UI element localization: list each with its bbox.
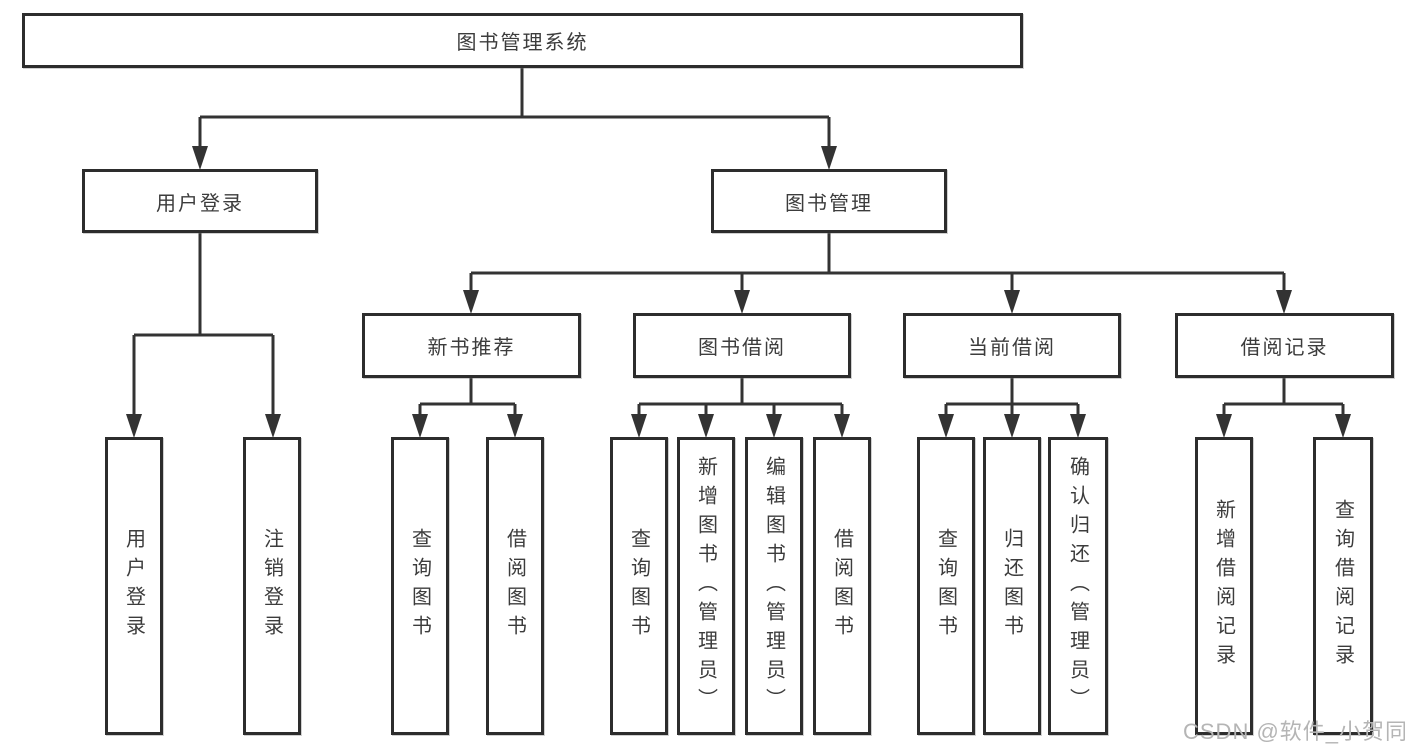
node-current-borrow-label: 当前借阅 (968, 337, 1056, 359)
leaf-add-borrow-record: 新增借阅记录 (1195, 437, 1253, 735)
leaf-query-borrow-record: 查询借阅记录 (1313, 437, 1373, 735)
node-book-management-label: 图书管理 (785, 192, 873, 215)
leaf-query-borrow-record-label: 查询借阅记录 (1331, 499, 1354, 673)
leaf-query-books-borrow: 查询图书 (610, 437, 668, 735)
node-borrow-records: 借阅记录 (1175, 313, 1394, 378)
leaf-return-books: 归还图书 (983, 437, 1041, 735)
node-borrow-records-label: 借阅记录 (1240, 337, 1329, 359)
leaf-return-books-label: 归还图书 (1000, 528, 1023, 644)
node-root-label: 图书管理系统 (456, 32, 589, 54)
leaf-logout: 注销登录 (243, 437, 301, 735)
arrowheads (126, 146, 1351, 438)
leaf-edit-books-admin: 编辑图书（管理员） (745, 437, 803, 735)
leaf-add-books-admin-label: 新增图书（管理员） (694, 455, 717, 717)
leaf-add-books-admin: 新增图书（管理员） (677, 437, 735, 735)
leaf-confirm-return-admin-label: 确认归还（管理员） (1066, 455, 1089, 717)
leaf-query-books-current: 查询图书 (917, 437, 975, 735)
leaf-borrow-books-recommend-label: 借阅图书 (503, 528, 526, 644)
leaf-borrow-books: 借阅图书 (813, 437, 871, 735)
leaf-user-login: 用户登录 (105, 437, 163, 735)
leaf-logout-label: 注销登录 (260, 528, 283, 644)
leaf-borrow-books-recommend: 借阅图书 (486, 437, 544, 735)
leaf-query-books-borrow-label: 查询图书 (627, 528, 650, 644)
node-new-book-recommend: 新书推荐 (362, 313, 581, 378)
leaf-query-books-current-label: 查询图书 (934, 528, 957, 644)
node-book-borrow: 图书借阅 (633, 313, 851, 378)
node-new-book-recommend-label: 新书推荐 (427, 337, 516, 359)
leaf-query-books-recommend: 查询图书 (391, 437, 449, 735)
node-book-borrow-label: 图书借阅 (698, 337, 786, 359)
leaf-user-login-label: 用户登录 (122, 528, 145, 644)
node-user-login: 用户登录 (82, 169, 318, 233)
node-book-management: 图书管理 (711, 169, 947, 233)
leaf-confirm-return-admin: 确认归还（管理员） (1048, 437, 1108, 735)
leaf-borrow-books-label: 借阅图书 (830, 528, 853, 644)
leaf-edit-books-admin-label: 编辑图书（管理员） (762, 455, 785, 717)
leaf-query-books-recommend-label: 查询图书 (408, 528, 431, 644)
node-root: 图书管理系统 (22, 13, 1023, 68)
node-user-login-label: 用户登录 (156, 192, 244, 215)
leaf-add-borrow-record-label: 新增借阅记录 (1212, 499, 1235, 673)
csdn-watermark: CSDN @软件_小贺同学 (1183, 719, 1405, 744)
node-current-borrow: 当前借阅 (903, 313, 1121, 378)
